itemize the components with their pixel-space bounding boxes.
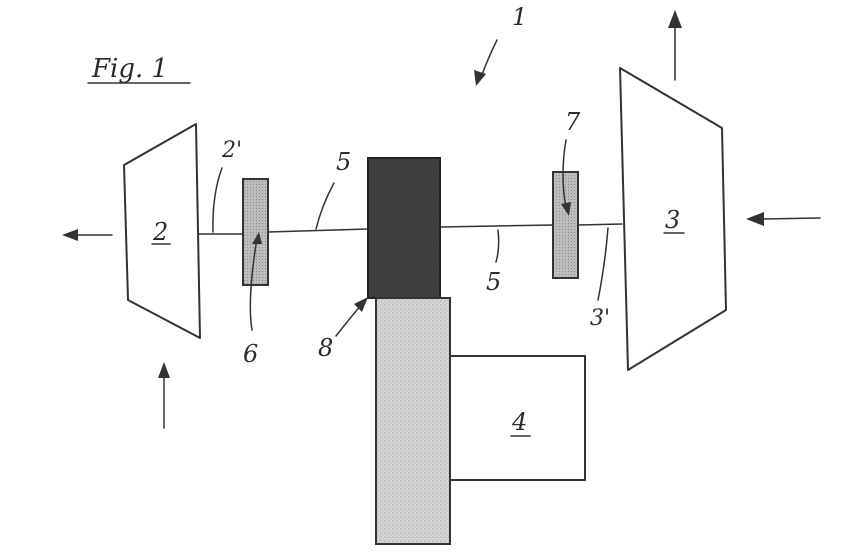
reference-5-left: 5 — [315, 148, 351, 230]
pointer-8 — [335, 303, 363, 337]
pointer-7 — [562, 139, 567, 209]
shaft — [197, 223, 623, 235]
label-7: 7 — [565, 108, 581, 136]
label-3: 3 — [665, 206, 680, 234]
pointer-1-arrowhead — [474, 70, 486, 86]
shaft-segment-turbine — [577, 223, 623, 226]
unit-8: 8 — [318, 157, 451, 545]
shaft-segment-left — [267, 228, 369, 233]
arrow-outlet-top — [668, 10, 682, 81]
reference-3prime: 3' — [590, 227, 610, 331]
label-2prime: 2' — [221, 138, 242, 163]
arrow-outlet-left — [62, 229, 113, 241]
pointer-6 — [249, 237, 258, 331]
coupling-6: 6 — [242, 178, 269, 368]
arrow-outlet-top-head — [668, 10, 682, 28]
arrow-inlet-right — [746, 212, 821, 226]
label-6: 6 — [243, 340, 258, 368]
pointer-2prime — [212, 167, 223, 233]
arrow-inlet-bottom — [158, 362, 170, 429]
label-1: 1 — [512, 3, 527, 31]
unit-8-upper-block — [367, 157, 441, 299]
shaft-segment-right — [439, 224, 554, 228]
arrow-inlet-right-head — [746, 212, 764, 226]
turbine-3-outline — [619, 67, 727, 371]
arrow-inlet-bottom-head — [158, 362, 170, 378]
unit-8-lower-block — [375, 297, 451, 545]
compressor-2: 2 — [123, 123, 201, 339]
pointer-8-arrowhead — [354, 297, 368, 312]
coupling-6-body — [242, 178, 269, 286]
reference-5-right: 5 — [486, 229, 501, 296]
reference-1: 1 — [474, 3, 527, 86]
label-5-left: 5 — [336, 148, 351, 176]
label-3prime: 3' — [590, 306, 610, 331]
arrow-outlet-left-head — [62, 229, 78, 241]
label-2: 2 — [152, 218, 168, 246]
pointer-7-arrowhead — [561, 202, 571, 216]
coupling-7: 7 — [552, 108, 581, 279]
label-5-right: 5 — [486, 268, 501, 296]
pointer-3prime — [597, 227, 609, 301]
reference-2prime: 2' — [212, 138, 242, 233]
coupling-7-body — [552, 171, 579, 279]
label-8: 8 — [318, 334, 333, 362]
figure-title-text: Fig. 1 — [91, 54, 168, 84]
turbine-3: 3 — [619, 67, 727, 371]
pointer-6-arrowhead — [252, 232, 262, 244]
figure-title: Fig. 1 — [87, 54, 191, 84]
compressor-2-outline — [123, 123, 201, 339]
pointer-5-left — [315, 182, 335, 230]
pointer-5-right — [495, 229, 500, 263]
box-4-outline — [449, 355, 586, 481]
box-4: 4 — [449, 355, 586, 481]
label-4: 4 — [511, 408, 527, 436]
arrow-inlet-right-line — [759, 217, 821, 220]
